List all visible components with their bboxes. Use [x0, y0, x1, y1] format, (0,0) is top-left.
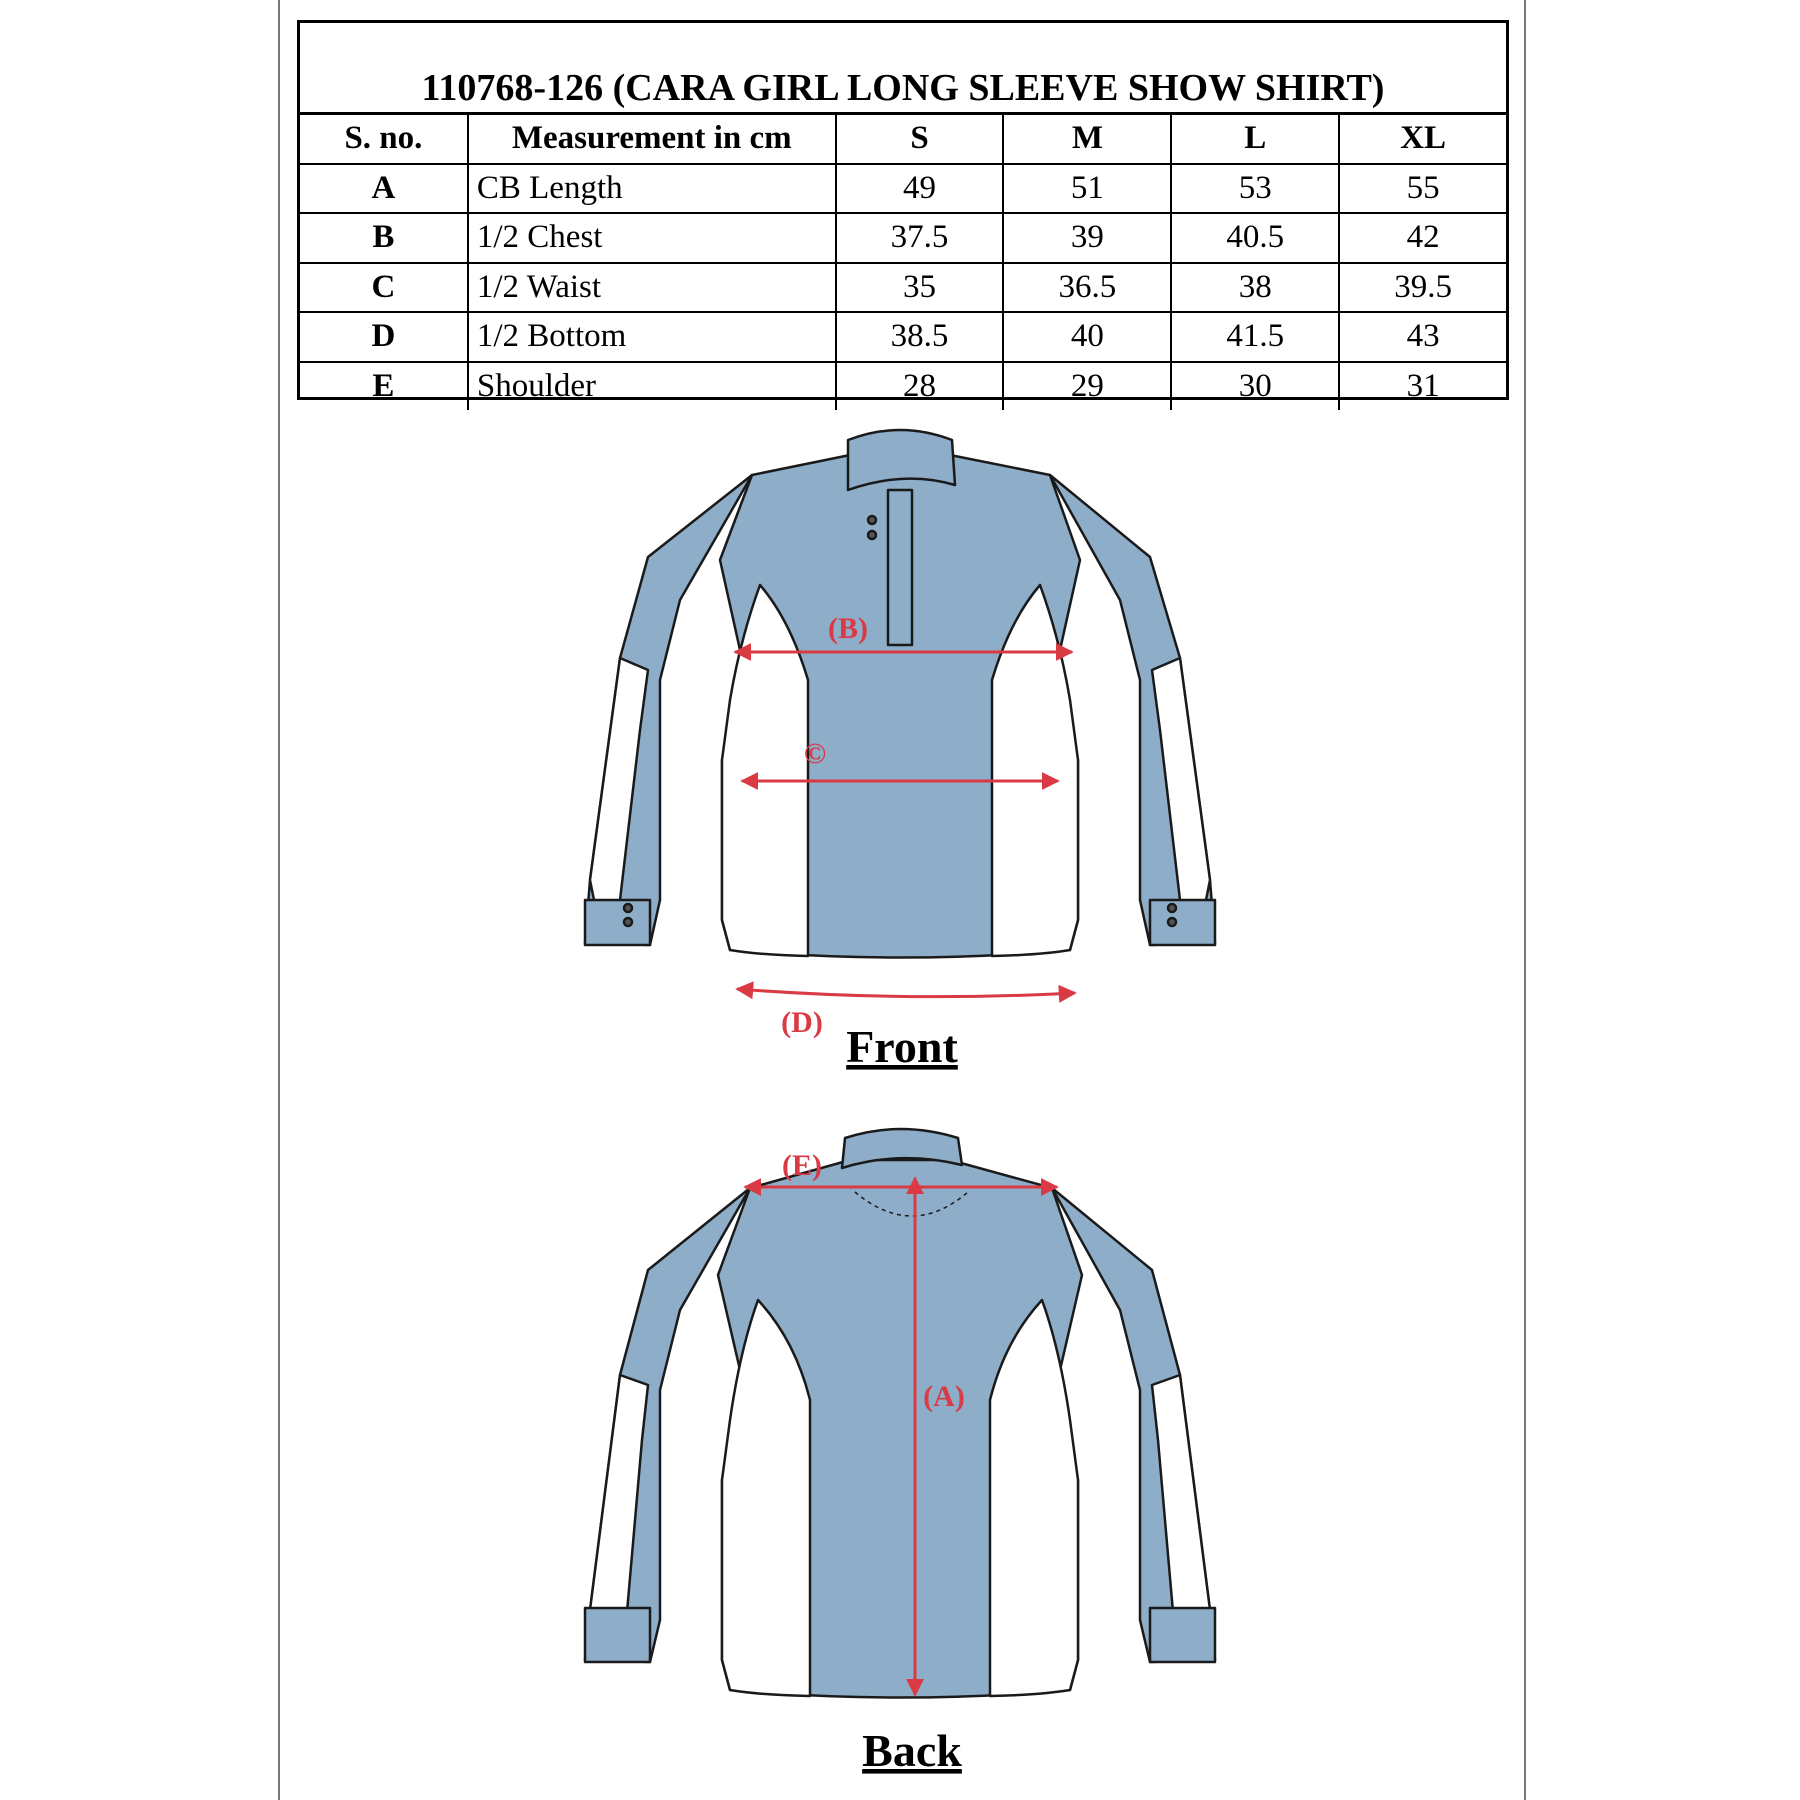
row-measurement-name: 1/2 Bottom — [466, 311, 837, 363]
back-view-shirt — [583, 1127, 1217, 1699]
dim-label-bottom: (D) — [781, 1006, 823, 1039]
front-right-side-panel — [990, 583, 1080, 958]
table-row: E Shoulder 28 29 30 31 — [300, 360, 1506, 410]
front-left-side-panel — [720, 583, 810, 958]
column-header-size-s: S — [834, 115, 1005, 165]
column-header-size-xl: XL — [1338, 115, 1506, 165]
back-view-label: Back — [862, 1725, 962, 1776]
back-right-side-panel — [988, 1298, 1080, 1698]
row-sno: C — [300, 261, 469, 313]
row-value-s: 37.5 — [834, 212, 1005, 264]
column-header-sno: S. no. — [300, 115, 469, 165]
row-value-l: 53 — [1170, 162, 1341, 214]
row-value-l: 30 — [1170, 360, 1341, 410]
row-value-xl: 43 — [1338, 311, 1506, 363]
front-placket — [886, 488, 914, 647]
dim-label-cb-length: (A) — [923, 1380, 965, 1413]
table-row: B 1/2 Chest 37.5 39 40.5 42 — [300, 212, 1506, 264]
row-value-xl: 55 — [1338, 162, 1506, 214]
row-sno: A — [300, 162, 469, 214]
row-value-m: 40 — [1002, 311, 1173, 363]
back-collar — [840, 1127, 964, 1170]
row-measurement-name: 1/2 Chest — [466, 212, 837, 264]
table-row: D 1/2 Bottom 38.5 40 41.5 43 — [300, 311, 1506, 363]
bottom-arrow — [735, 981, 1077, 1003]
row-sno: D — [300, 311, 469, 363]
row-value-s: 28 — [834, 360, 1005, 410]
dim-label-waist: © — [804, 737, 826, 770]
row-measurement-name: 1/2 Waist — [466, 261, 837, 313]
measurement-spec-table: 110768-126 (CARA GIRL LONG SLEEVE SHOW S… — [297, 20, 1509, 410]
row-sno: E — [300, 360, 469, 410]
table-row: A CB Length 49 51 53 55 — [300, 162, 1506, 214]
row-measurement-name: Shoulder — [466, 360, 837, 410]
front-right-cuff — [1148, 898, 1217, 947]
column-header-size-l: L — [1170, 115, 1341, 165]
front-view-shirt — [583, 428, 1217, 959]
dim-label-chest: (B) — [828, 612, 868, 645]
row-value-l: 38 — [1170, 261, 1341, 313]
back-left-cuff — [583, 1606, 652, 1664]
row-value-l: 41.5 — [1170, 311, 1341, 363]
row-value-m: 29 — [1002, 360, 1173, 410]
back-right-cuff — [1148, 1606, 1217, 1664]
spec-title: 110768-126 (CARA GIRL LONG SLEEVE SHOW S… — [300, 23, 1506, 115]
front-dimension-lines — [733, 643, 1077, 1003]
spec-sheet-border — [278, 0, 1526, 1800]
back-dimension-lines — [743, 1176, 1059, 1697]
row-value-m: 39 — [1002, 212, 1173, 264]
back-left-side-panel — [720, 1298, 812, 1698]
measurement-table: S. no. Measurement in cm S M L XL A CB L… — [300, 115, 1506, 410]
row-value-s: 49 — [834, 162, 1005, 214]
front-collar — [846, 428, 957, 492]
row-value-s: 38.5 — [834, 311, 1005, 363]
front-view-label: Front — [846, 1021, 958, 1072]
row-value-l: 40.5 — [1170, 212, 1341, 264]
row-value-m: 51 — [1002, 162, 1173, 214]
dim-label-shoulder: (E) — [782, 1149, 822, 1182]
column-header-size-m: M — [1002, 115, 1173, 165]
row-value-m: 36.5 — [1002, 261, 1173, 313]
row-value-xl: 31 — [1338, 360, 1506, 410]
table-header-row: S. no. Measurement in cm S M L XL — [300, 115, 1506, 165]
row-value-s: 35 — [834, 261, 1005, 313]
table-row: C 1/2 Waist 35 36.5 38 39.5 — [300, 261, 1506, 313]
column-header-measurement: Measurement in cm — [466, 115, 837, 165]
row-sno: B — [300, 212, 469, 264]
row-measurement-name: CB Length — [466, 162, 837, 214]
front-left-cuff — [583, 898, 652, 947]
row-value-xl: 39.5 — [1338, 261, 1506, 313]
row-value-xl: 42 — [1338, 212, 1506, 264]
